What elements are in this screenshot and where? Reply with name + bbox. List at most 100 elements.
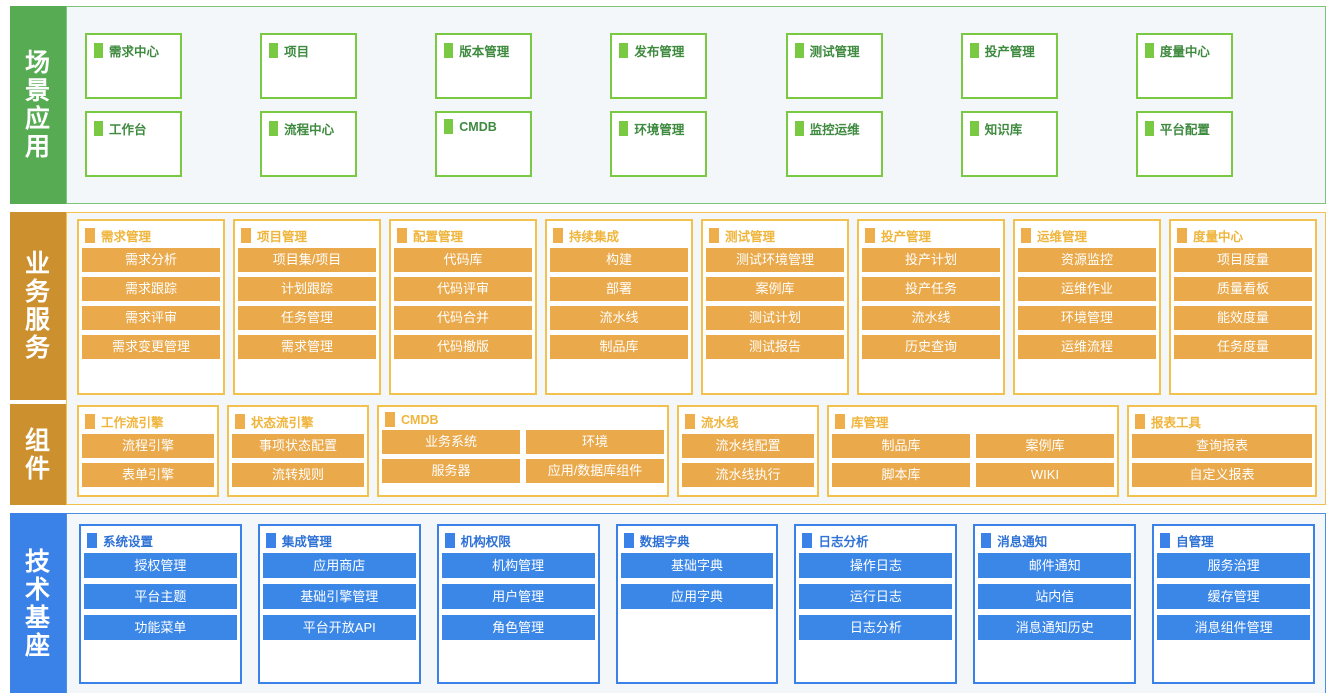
- list-item[interactable]: 基础引擎管理: [262, 584, 416, 609]
- list-item[interactable]: 制品库: [832, 434, 970, 458]
- component-card-pipeline[interactable]: 流水线 流水线配置 流水线执行: [677, 405, 819, 497]
- list-item[interactable]: 流转规则: [232, 463, 364, 487]
- list-item[interactable]: 代码评审: [394, 277, 532, 301]
- list-item[interactable]: 表单引擎: [82, 463, 214, 487]
- list-item[interactable]: 运维作业: [1018, 277, 1156, 301]
- list-item[interactable]: 投产计划: [862, 248, 1000, 272]
- component-card-cmdb[interactable]: CMDB 业务系统 环境 服务器 应用/数据库组件: [377, 405, 669, 497]
- list-item[interactable]: 平台开放API: [262, 615, 416, 640]
- list-item[interactable]: 操作日志: [799, 553, 953, 578]
- list-item[interactable]: 历史查询: [862, 335, 1000, 359]
- list-item[interactable]: 消息组件管理: [1157, 615, 1311, 640]
- list-item[interactable]: 流水线执行: [682, 463, 814, 487]
- list-item[interactable]: 代码库: [394, 248, 532, 272]
- list-item[interactable]: 需求评审: [82, 306, 220, 330]
- list-item[interactable]: 流水线: [862, 306, 1000, 330]
- list-item[interactable]: 代码撤版: [394, 335, 532, 359]
- scenario-card-platform-config[interactable]: 平台配置: [1135, 111, 1233, 177]
- list-item[interactable]: 消息通知历史: [978, 615, 1132, 640]
- list-item[interactable]: 需求变更管理: [82, 335, 220, 359]
- list-item[interactable]: 日志分析: [799, 615, 953, 640]
- scenario-card-monitoring-ops[interactable]: 监控运维: [785, 111, 883, 177]
- business-card-production-management[interactable]: 投产管理 投产计划 投产任务 流水线 历史查询: [857, 219, 1005, 395]
- component-card-repository-management[interactable]: 库管理 制品库 案例库 脚本库 WIKI: [827, 405, 1119, 497]
- list-item[interactable]: 环境: [526, 430, 664, 454]
- list-item[interactable]: 应用商店: [262, 553, 416, 578]
- list-item[interactable]: 运行日志: [799, 584, 953, 609]
- list-item[interactable]: 能效度量: [1174, 306, 1312, 330]
- component-card-state-flow-engine[interactable]: 状态流引擎 事项状态配置 流转规则: [227, 405, 369, 497]
- list-item[interactable]: 资源监控: [1018, 248, 1156, 272]
- list-item[interactable]: 质量看板: [1174, 277, 1312, 301]
- list-item[interactable]: 项目度量: [1174, 248, 1312, 272]
- scenario-card-environment-management[interactable]: 环境管理: [610, 111, 708, 177]
- scenario-card-metrics-center[interactable]: 度量中心: [1135, 33, 1233, 99]
- list-item[interactable]: 授权管理: [84, 553, 237, 578]
- list-item[interactable]: 服务治理: [1157, 553, 1311, 578]
- business-card-project-management[interactable]: 项目管理 项目集/项目 计划跟踪 任务管理 需求管理: [233, 219, 381, 395]
- scenario-card-version-management[interactable]: 版本管理: [435, 33, 533, 99]
- list-item[interactable]: 案例库: [706, 277, 844, 301]
- scenario-card-project[interactable]: 项目: [260, 33, 358, 99]
- list-item[interactable]: 测试环境管理: [706, 248, 844, 272]
- scenario-card-release-management[interactable]: 发布管理: [610, 33, 708, 99]
- technical-card-self-management[interactable]: 自管理 服务治理 缓存管理 消息组件管理: [1152, 524, 1316, 684]
- list-item[interactable]: 机构管理: [441, 553, 595, 578]
- technical-card-organization-permission[interactable]: 机构权限 机构管理 用户管理 角色管理: [436, 524, 600, 684]
- list-item[interactable]: 服务器: [382, 459, 520, 483]
- scenario-card-requirement-center[interactable]: 需求中心: [85, 33, 182, 99]
- scenario-card-test-management[interactable]: 测试管理: [785, 33, 883, 99]
- list-item[interactable]: 需求跟踪: [82, 277, 220, 301]
- list-item[interactable]: 测试计划: [706, 306, 844, 330]
- list-item[interactable]: 邮件通知: [978, 553, 1132, 578]
- list-item[interactable]: 角色管理: [441, 615, 595, 640]
- business-card-continuous-integration[interactable]: 持续集成 构建 部署 流水线 制品库: [545, 219, 693, 395]
- business-card-operations-management[interactable]: 运维管理 资源监控 运维作业 环境管理 运维流程: [1013, 219, 1161, 395]
- technical-card-data-dictionary[interactable]: 数据字典 基础字典 应用字典: [615, 524, 779, 684]
- list-item[interactable]: 事项状态配置: [232, 434, 364, 458]
- list-item[interactable]: 案例库: [976, 434, 1114, 458]
- list-item[interactable]: 需求分析: [82, 248, 220, 272]
- component-card-workflow-engine[interactable]: 工作流引擎 流程引擎 表单引擎: [77, 405, 219, 497]
- scenario-card-process-center[interactable]: 流程中心: [260, 111, 358, 177]
- list-item[interactable]: 查询报表: [1132, 434, 1312, 458]
- scenario-card-production-management[interactable]: 投产管理: [960, 33, 1058, 99]
- list-item[interactable]: 任务度量: [1174, 335, 1312, 359]
- scenario-card-cmdb[interactable]: CMDB: [435, 111, 533, 177]
- list-item[interactable]: 代码合并: [394, 306, 532, 330]
- technical-card-message-notification[interactable]: 消息通知 邮件通知 站内信 消息通知历史: [973, 524, 1137, 684]
- list-item[interactable]: 应用/数据库组件: [526, 459, 664, 483]
- list-item[interactable]: 缓存管理: [1157, 584, 1311, 609]
- list-item[interactable]: 功能菜单: [84, 615, 237, 640]
- technical-card-integration-management[interactable]: 集成管理 应用商店 基础引擎管理 平台开放API: [257, 524, 421, 684]
- list-item[interactable]: 测试报告: [706, 335, 844, 359]
- list-item[interactable]: 流水线: [550, 306, 688, 330]
- scenario-card-workbench[interactable]: 工作台: [85, 111, 182, 177]
- list-item[interactable]: WIKI: [976, 463, 1114, 487]
- business-card-requirement-management[interactable]: 需求管理 需求分析 需求跟踪 需求评审 需求变更管理: [77, 219, 225, 395]
- list-item[interactable]: 基础字典: [620, 553, 774, 578]
- list-item[interactable]: 制品库: [550, 335, 688, 359]
- list-item[interactable]: 部署: [550, 277, 688, 301]
- list-item[interactable]: 应用字典: [620, 584, 774, 609]
- list-item[interactable]: 流程引擎: [82, 434, 214, 458]
- list-item[interactable]: 脚本库: [832, 463, 970, 487]
- list-item[interactable]: 运维流程: [1018, 335, 1156, 359]
- business-card-metrics-center[interactable]: 度量中心 项目度量 质量看板 能效度量 任务度量: [1169, 219, 1317, 395]
- list-item[interactable]: 环境管理: [1018, 306, 1156, 330]
- list-item[interactable]: 业务系统: [382, 430, 520, 454]
- business-card-test-management[interactable]: 测试管理 测试环境管理 案例库 测试计划 测试报告: [701, 219, 849, 395]
- list-item[interactable]: 站内信: [978, 584, 1132, 609]
- component-card-report-tool[interactable]: 报表工具 查询报表 自定义报表: [1127, 405, 1317, 497]
- list-item[interactable]: 项目集/项目: [238, 248, 376, 272]
- list-item[interactable]: 自定义报表: [1132, 463, 1312, 487]
- list-item[interactable]: 任务管理: [238, 306, 376, 330]
- list-item[interactable]: 用户管理: [441, 584, 595, 609]
- list-item[interactable]: 流水线配置: [682, 434, 814, 458]
- list-item[interactable]: 计划跟踪: [238, 277, 376, 301]
- business-card-configuration-management[interactable]: 配置管理 代码库 代码评审 代码合并 代码撤版: [389, 219, 537, 395]
- list-item[interactable]: 平台主题: [84, 584, 237, 609]
- list-item[interactable]: 投产任务: [862, 277, 1000, 301]
- scenario-card-knowledge-base[interactable]: 知识库: [960, 111, 1058, 177]
- list-item[interactable]: 构建: [550, 248, 688, 272]
